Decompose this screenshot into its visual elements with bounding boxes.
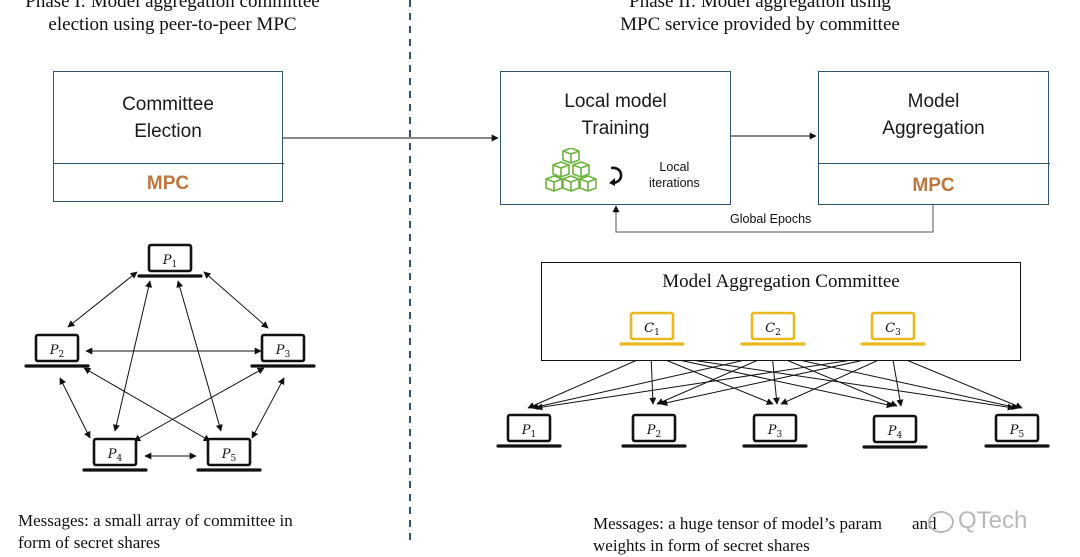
phase1-messages: Messages: a small array of committee in … [18,510,293,554]
committee-box: Model Aggregation Committee [541,262,1021,361]
local-training-label-line2: Training [581,118,650,139]
cubes-icon [545,148,597,192]
phase1-title-line2: election using peer-to-peer MPC [48,14,297,35]
committee-election-box: Committee Election MPC [52,71,284,202]
committee-election-label-line1: Committee [122,94,214,115]
local-training-label: Local model Training [501,88,730,142]
phase1-title-line1: Phase I: Model aggregation committee [25,0,320,12]
phase1-messages-line2: form of secret shares [18,533,161,552]
phase2-title: Phase II: Model aggregation using MPC se… [590,0,930,36]
global-epochs-loop [612,205,934,233]
phase2-mesh-arrows [527,351,1023,411]
local-training-label-line1: Local model [564,91,667,112]
local-iterations-line2: iterations [649,176,700,190]
committee-election-label-line2: Election [134,121,202,142]
model-aggregation-box: Model Aggregation MPC [817,71,1050,205]
phase1-messages-line1: Messages: a small array of committee in [18,511,293,530]
watermark-text: QTech [958,507,1028,534]
local-iterations-line1: Local [659,160,690,174]
phase1-mpc-label: MPC [146,173,190,194]
local-iterations-label: Local iterations [649,159,700,191]
model-aggregation-label-line1: Model [907,91,960,112]
committee-election-label: Committee Election [54,91,282,145]
loop-arrow-icon [609,166,623,186]
phase2-messages-line2: weights in form of secret shares [593,536,810,555]
phase1-title: Phase I: Model aggregation committee ele… [0,0,345,36]
model-aggregation-label: Model Aggregation [819,88,1048,142]
diagram-canvas [59,0,1023,544]
committee-title: Model Aggregation Committee [662,271,900,292]
local-training-box: Local model Training Local iterations [500,71,731,205]
model-aggregation-label-line2: Aggregation [882,118,985,139]
phase2-messages: Messages: a huge tensor of model’s param… [593,513,936,557]
committee-election-divider [52,163,284,164]
phase2-messages-line1-start: Messages: a huge tensor of model’s param [593,514,882,533]
phase2-title-line2: MPC service provided by committee [620,14,900,35]
global-epochs-label: Global Epochs [728,211,814,227]
phase1-mesh-arrows [59,271,285,460]
watermark: QTech [928,507,1027,535]
model-aggregation-divider [817,163,1050,164]
watermark-logo-icon [928,510,954,533]
phase2-title-line1: Phase II: Model aggregation using [629,0,891,12]
phase2-mpc-label: MPC [912,175,955,196]
phase2-messages-line1: Messages: a huge tensor of model’s param… [593,513,936,535]
